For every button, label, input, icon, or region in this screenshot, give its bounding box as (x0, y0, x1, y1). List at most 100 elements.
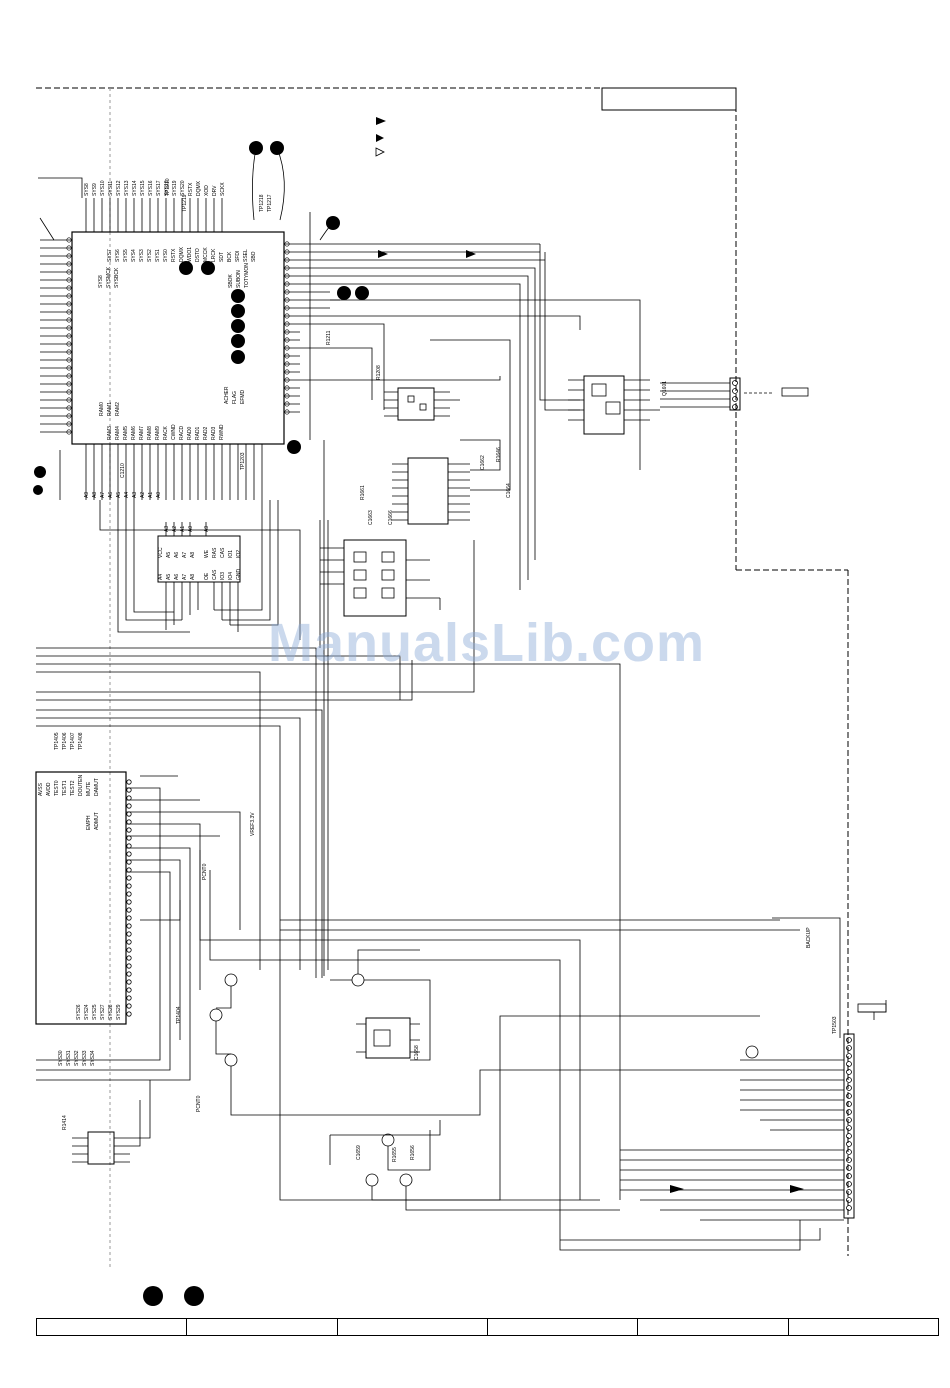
pin-label: SYS32 (74, 1050, 80, 1066)
main-connector (280, 917, 887, 1241)
ref-c1666: C1666 (388, 510, 394, 525)
tp-label: TP1219 (182, 194, 188, 212)
pin-circle (126, 923, 132, 929)
connector-pin (846, 1149, 852, 1155)
connector-pin (846, 1181, 852, 1187)
pin-label: SYS8 (98, 275, 104, 288)
pin-label: OE (204, 572, 210, 580)
connector-pin (846, 1133, 852, 1139)
pin-label: ACHER (224, 386, 230, 404)
pin-label: SYS14 (132, 180, 138, 196)
pin-label: SDT (219, 252, 225, 262)
pin-label: SYSBCK (114, 267, 120, 288)
pin-circle (126, 1011, 132, 1017)
pin-label: CWND (171, 424, 177, 440)
pin-label: SFDI (235, 251, 241, 262)
pin-label: DQMX (179, 246, 185, 262)
pin-label: SYS7 (107, 249, 113, 262)
pin-circle (66, 341, 72, 347)
main-ic-pin-circles (66, 237, 290, 435)
pin-label: RAM7 (139, 426, 145, 440)
pin-label: RACD (179, 425, 185, 440)
footer-cell (37, 1319, 188, 1335)
pin-label: TEST2 (70, 780, 76, 796)
pin-label: A2 (140, 492, 146, 498)
ref-r1661: R1661 (360, 485, 366, 500)
pin-label: A0 (188, 526, 194, 532)
pin-label: A3 (132, 492, 138, 498)
pin-label: RSTX (171, 248, 177, 262)
pin-label: SSEL (243, 249, 249, 262)
pin-label: A3 (164, 526, 170, 532)
pin-circle (126, 827, 132, 833)
pin-label: SBOK (228, 273, 234, 288)
pin-circle (66, 269, 72, 275)
footer-cell (187, 1319, 338, 1335)
pin-label: RWND (219, 424, 225, 440)
ref-r1656: R1656 (410, 1145, 416, 1160)
connector-pin (846, 1053, 852, 1059)
pin-label: A0 (156, 492, 162, 498)
pin-label: SYS5 (123, 249, 129, 262)
label-vref: VREF3.3V (250, 812, 256, 836)
pin-circle (126, 939, 132, 945)
connector-pin (846, 1141, 852, 1147)
pin-label: TEST1 (62, 780, 68, 796)
ref-r1414: R1414 (62, 1115, 68, 1130)
connector-pin (846, 1189, 852, 1195)
pin-label: A7 (182, 552, 188, 558)
callout-dots-bottom (143, 1286, 204, 1306)
pin-circle (126, 995, 132, 1001)
pin-circle (126, 915, 132, 921)
pin-circle (284, 345, 290, 351)
output-connector (660, 377, 809, 411)
pin-label: A8 (190, 574, 196, 580)
transistor-group (209, 949, 760, 1211)
pin-label: SYS6 (115, 249, 121, 262)
pin-label: RAM6 (131, 426, 137, 440)
pin-label: A5 (116, 492, 122, 498)
pin-circle (284, 369, 290, 375)
pin-circle (284, 393, 290, 399)
pin-label: A5 (166, 552, 172, 558)
pin-circle (284, 321, 290, 327)
pin-circle (126, 955, 132, 961)
tp-label: TP1210 (165, 178, 171, 196)
pin-label: TOTYMON (244, 263, 250, 288)
pin-label: TEST0 (54, 780, 60, 796)
pin-label: RAS (212, 547, 218, 558)
pin-label: SYS15 (140, 180, 146, 196)
pin-label: WE (204, 549, 210, 558)
pin-label: RAM1 (107, 402, 113, 416)
pin-label: EMPH (86, 815, 92, 830)
pin-circle (284, 257, 290, 263)
pin-circle (66, 429, 72, 435)
pin-circle (284, 337, 290, 343)
ref-r1646: R1646 (496, 447, 502, 462)
pin-label: A7 (182, 574, 188, 580)
pin-label: RAD0 (187, 426, 193, 440)
pin-label: RAM4 (115, 426, 121, 440)
tp-label: TP1404 (176, 1006, 182, 1024)
pin-circle (126, 835, 132, 841)
pin-label: EFMD (240, 389, 246, 404)
pin-label: SYS27 (100, 1004, 106, 1020)
pin-circle (284, 305, 290, 311)
connector-pin (846, 1109, 852, 1115)
pin-label: CAS (220, 547, 226, 558)
pin-label: RAM8 (147, 426, 153, 440)
pin-label: SYS3 (139, 249, 145, 262)
pin-circle (126, 779, 132, 785)
pin-label: A8 (190, 552, 196, 558)
pin-circle (66, 413, 72, 419)
pin-label: SCKX (220, 182, 226, 196)
pin-label: SUBON (236, 270, 242, 288)
tp-label: TP1203 (240, 452, 246, 470)
pin-label: SYS18 (164, 180, 170, 196)
opamp-ic-1 (384, 387, 460, 421)
pin-label: FLAG (232, 391, 238, 404)
